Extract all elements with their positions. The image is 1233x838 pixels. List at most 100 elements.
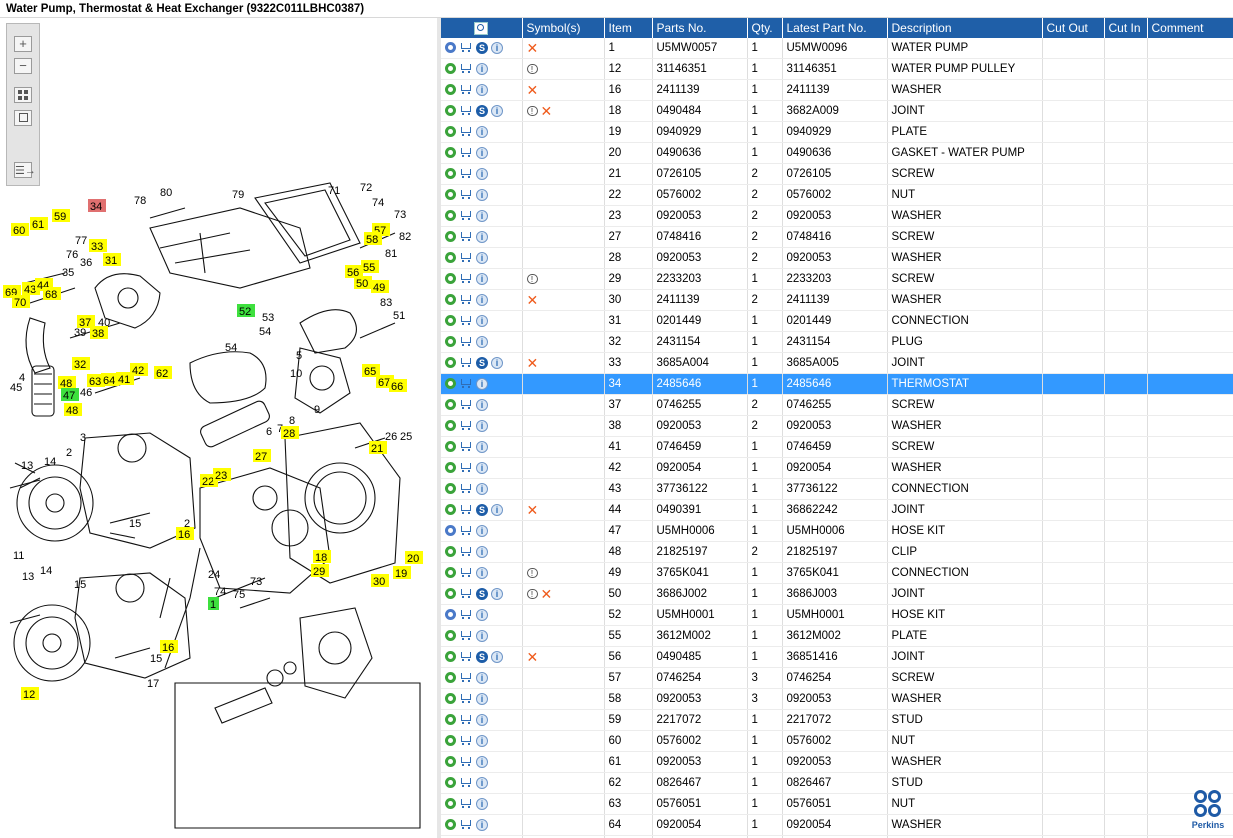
gear-icon[interactable] <box>445 315 456 327</box>
callout-12[interactable]: 12 <box>21 687 39 701</box>
info-icon[interactable]: i <box>491 650 503 663</box>
info-icon[interactable]: i <box>476 524 488 537</box>
cart-icon[interactable] <box>459 357 473 368</box>
info-icon[interactable]: i <box>476 188 488 201</box>
gear-icon[interactable] <box>445 63 456 75</box>
zoom-out-button[interactable]: − <box>14 58 32 74</box>
gear-icon[interactable] <box>445 105 456 117</box>
gear-icon[interactable] <box>445 231 456 243</box>
kit-gear-icon[interactable] <box>445 525 456 537</box>
cart-icon[interactable] <box>459 399 473 410</box>
cart-icon[interactable] <box>459 672 473 683</box>
info-icon[interactable]: i <box>476 377 488 390</box>
cart-icon[interactable] <box>459 441 473 452</box>
callout-49[interactable]: 49 <box>371 280 389 294</box>
export-list-button[interactable]: ☰→ <box>14 162 36 178</box>
callout-58[interactable]: 58 <box>364 232 382 246</box>
kit-gear-icon[interactable] <box>445 609 456 621</box>
info-icon[interactable]: i <box>476 482 488 495</box>
column-header-tools[interactable] <box>441 18 523 38</box>
gear-icon[interactable] <box>445 189 456 201</box>
info-icon[interactable]: i <box>476 734 488 747</box>
callout-48[interactable]: 48 <box>58 376 76 390</box>
callout-16[interactable]: 16 <box>160 640 178 654</box>
info-icon[interactable]: i <box>491 104 503 117</box>
info-icon[interactable]: i <box>476 608 488 621</box>
column-header-cut-out[interactable]: Cut Out <box>1042 18 1105 38</box>
callout-41[interactable]: 41 <box>116 372 134 386</box>
gear-icon[interactable] <box>445 273 456 285</box>
callout-21[interactable]: 21 <box>369 441 387 455</box>
gear-icon[interactable] <box>445 588 456 600</box>
gear-icon[interactable] <box>445 399 456 411</box>
info-icon[interactable]: i <box>476 293 488 306</box>
callout-66[interactable]: 66 <box>389 379 407 393</box>
gear-icon[interactable] <box>445 630 456 642</box>
cart-icon[interactable] <box>459 84 473 95</box>
callout-29[interactable]: 29 <box>311 564 329 578</box>
cart-icon[interactable] <box>459 462 473 473</box>
cart-icon[interactable] <box>459 252 473 263</box>
info-icon[interactable]: i <box>476 251 488 264</box>
actual-size-button[interactable] <box>14 110 32 126</box>
note-bubble-icon[interactable]: ! <box>526 273 538 284</box>
info-icon[interactable]: i <box>476 545 488 558</box>
gear-icon[interactable] <box>445 798 456 810</box>
info-icon[interactable]: i <box>476 713 488 726</box>
info-icon[interactable]: i <box>476 566 488 579</box>
column-header-cut-in[interactable]: Cut In <box>1104 18 1148 38</box>
callout-48[interactable]: 48 <box>64 403 82 417</box>
info-icon[interactable]: i <box>476 209 488 222</box>
cart-icon[interactable] <box>459 231 473 242</box>
info-icon[interactable]: i <box>476 629 488 642</box>
info-icon[interactable]: i <box>476 167 488 180</box>
info-icon[interactable]: i <box>476 398 488 411</box>
cart-icon[interactable] <box>459 525 473 536</box>
cart-icon[interactable] <box>459 567 473 578</box>
cart-icon[interactable] <box>459 798 473 809</box>
cart-icon[interactable] <box>459 210 473 221</box>
cart-icon[interactable] <box>459 420 473 431</box>
gear-icon[interactable] <box>445 378 456 390</box>
callout-16[interactable]: 16 <box>176 527 194 541</box>
note-bubble-icon[interactable]: ! <box>526 588 538 599</box>
note-bubble-icon[interactable]: ! <box>526 105 538 116</box>
service-icon[interactable]: S <box>476 503 488 516</box>
info-icon[interactable]: i <box>476 818 488 831</box>
gear-icon[interactable] <box>445 168 456 180</box>
callout-52[interactable]: 52 <box>237 304 255 318</box>
gear-icon[interactable] <box>445 819 456 831</box>
gear-icon[interactable] <box>445 336 456 348</box>
info-icon[interactable]: i <box>476 125 488 138</box>
info-icon[interactable]: i <box>476 692 488 705</box>
info-icon[interactable]: i <box>476 419 488 432</box>
callout-59[interactable]: 59 <box>52 209 70 223</box>
info-icon[interactable]: i <box>476 62 488 75</box>
service-icon[interactable]: S <box>476 104 488 117</box>
info-icon[interactable]: i <box>476 272 488 285</box>
cart-icon[interactable] <box>459 735 473 746</box>
callout-30[interactable]: 30 <box>371 574 389 588</box>
gear-icon[interactable] <box>445 504 456 516</box>
cart-icon[interactable] <box>459 630 473 641</box>
info-icon[interactable]: i <box>476 461 488 474</box>
cart-icon[interactable] <box>459 336 473 347</box>
gear-icon[interactable] <box>445 735 456 747</box>
callout-60[interactable]: 60 <box>11 223 29 237</box>
gear-icon[interactable] <box>445 714 456 726</box>
